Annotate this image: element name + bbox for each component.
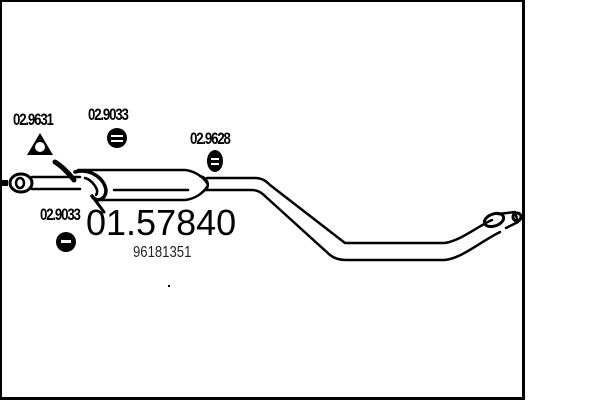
flange-stud-icon — [2, 180, 8, 186]
accessory-ref-label: 02.9631 — [13, 110, 54, 129]
accessory-ref-label: 02.9033 — [88, 105, 129, 124]
accessory-ref-label: 02.9628 — [190, 129, 231, 148]
accessory-ref-label: 02.9033 — [40, 205, 81, 224]
part-number: 01.57840 — [86, 202, 237, 243]
stray-dot — [168, 285, 170, 287]
rubber-mount-icon — [56, 232, 76, 252]
rubber-mount-icon — [107, 128, 127, 148]
rubber-hanger-icon — [207, 150, 223, 172]
gasket-triangle-icon — [27, 133, 53, 155]
oe-number: 96181351 — [133, 244, 192, 261]
diagram-frame — [0, 0, 525, 400]
